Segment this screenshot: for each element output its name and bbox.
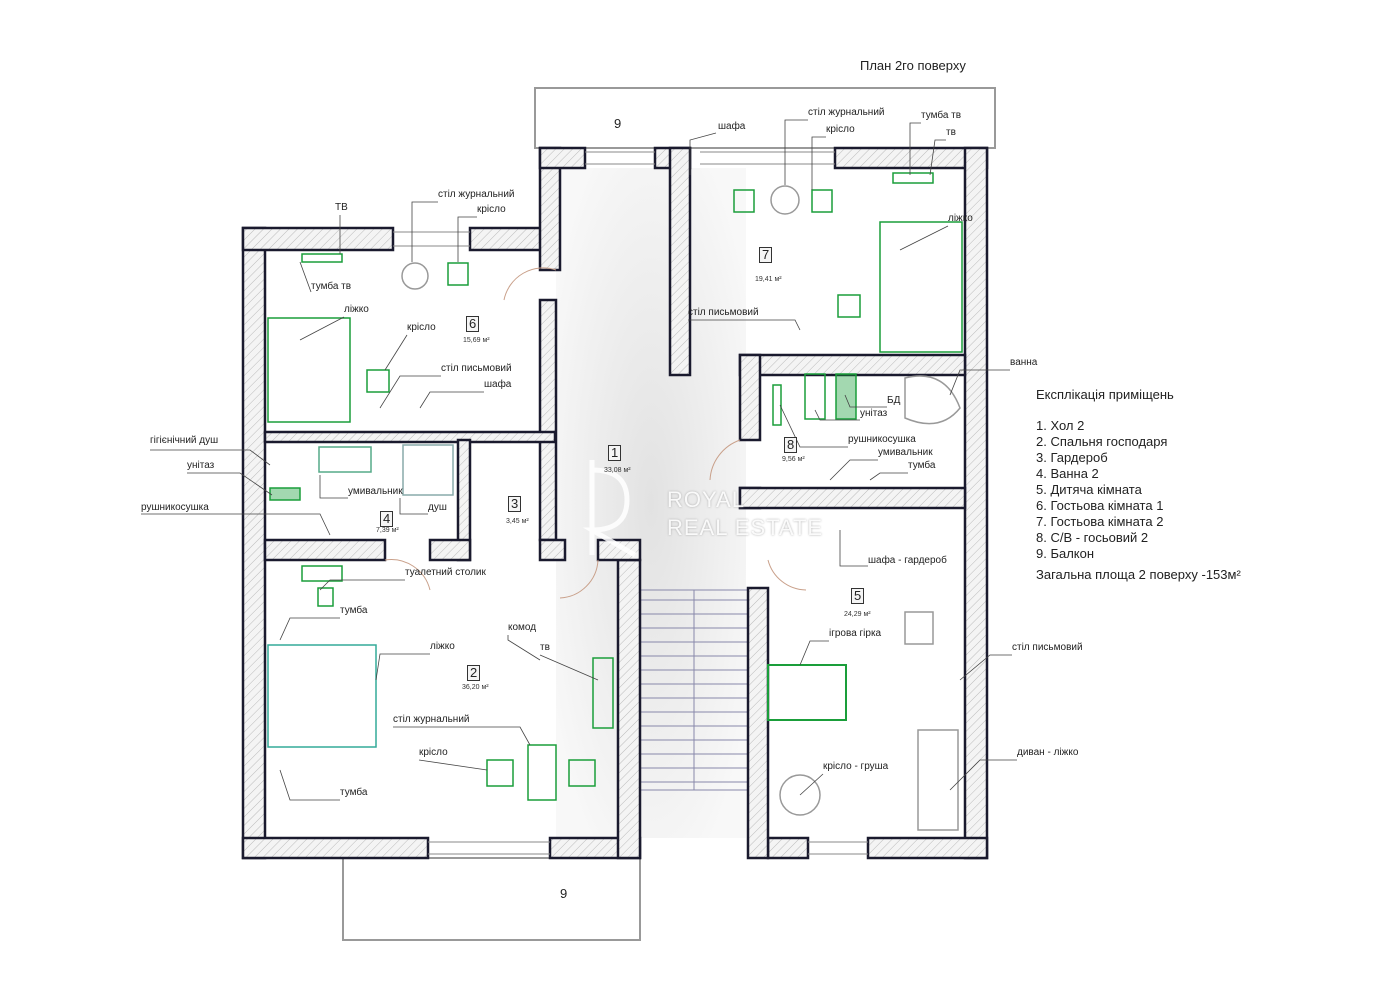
label-play-slide-5: ігрова гірка xyxy=(829,628,882,639)
balcony-top xyxy=(534,87,996,149)
room-7-area: 19,41 м² xyxy=(755,276,782,283)
label-nightstand-2a: тумба xyxy=(340,605,368,616)
room-8-area: 9,56 м² xyxy=(782,456,805,463)
label-cabinet-8: тумба xyxy=(908,460,936,471)
label-tv-stand-6: тумба тв xyxy=(311,281,352,292)
label-dresser-2: комод xyxy=(508,622,537,633)
legend-item: 2. Спальня господаря xyxy=(1036,434,1168,449)
label-toilet-8: унітаз xyxy=(860,408,888,419)
label-bed-2: ліжко xyxy=(430,641,455,652)
room-5-area: 24,29 м² xyxy=(844,611,871,618)
balcony-bottom xyxy=(342,857,641,941)
label-bed-6: ліжко xyxy=(344,304,369,315)
label-coffee-table-7: стіл журнальний xyxy=(808,107,885,118)
label-sink-4: умивальник xyxy=(348,486,403,497)
balcony-top-number: 9 xyxy=(614,116,622,131)
furniture xyxy=(267,172,963,831)
room-6-number: 6 xyxy=(466,316,480,332)
walls xyxy=(241,146,989,860)
label-towel-rail-8: рушникосушка xyxy=(848,434,916,445)
room-7-number: 7 xyxy=(759,247,773,263)
legend-item: 7. Гостьова кімната 2 xyxy=(1036,514,1164,529)
label-beanbag-5: крісло - груша xyxy=(823,761,889,772)
legend-item: 3. Гардероб xyxy=(1036,450,1108,465)
label-bidet-8: БД xyxy=(887,395,901,406)
plan-title: План 2го поверху xyxy=(860,58,966,73)
label-tv-6: ТВ xyxy=(335,202,348,213)
watermark-logo xyxy=(582,460,637,558)
leader-lines xyxy=(141,119,1017,801)
room-2-area: 36,20 м² xyxy=(462,684,489,691)
balcony-bottom-number: 9 xyxy=(560,886,568,901)
room-6-area: 15,69 м² xyxy=(463,337,490,344)
legend-item: 6. Гостьова кімната 1 xyxy=(1036,498,1164,513)
label-bathtub-8: ванна xyxy=(1010,357,1038,368)
watermark-line1: ROYAL xyxy=(667,487,745,512)
label-dressing-table-2: туалетний столик xyxy=(405,567,486,578)
label-armchair-7: крісло xyxy=(826,124,855,135)
room-8-number: 8 xyxy=(784,437,798,453)
windows xyxy=(393,151,868,855)
label-toilet-4: унітаз xyxy=(187,460,215,471)
room-1-number: 1 xyxy=(608,445,622,461)
room-4-number: 4 xyxy=(380,511,394,527)
label-shower-4: душ xyxy=(428,502,447,513)
label-tv-2: тв xyxy=(540,642,550,653)
label-coffee-table-2: стіл журнальний xyxy=(393,714,470,725)
legend-item: 1. Хол 2 xyxy=(1036,418,1085,433)
staircase xyxy=(639,589,749,791)
label-armchair-6b: крісло xyxy=(407,322,436,333)
label-wardrobe-5: шафа - гардероб xyxy=(868,555,947,566)
label-sofa-bed-5: диван - ліжко xyxy=(1017,747,1079,758)
room-1-area: 33,08 м² xyxy=(604,467,631,474)
label-tv-7: тв xyxy=(946,127,956,138)
label-towel-rail-4: рушникосушка xyxy=(141,502,209,513)
room-3-area: 3,45 м² xyxy=(506,518,529,525)
legend-item: 5. Дитяча кімната xyxy=(1036,482,1142,497)
watermark-line2: REAL ESTATE xyxy=(667,515,824,540)
doors xyxy=(384,267,807,599)
room-2-number: 2 xyxy=(467,665,481,681)
label-desk-7: стіл письмовий xyxy=(688,307,759,318)
label-nightstand-2b: тумба xyxy=(340,787,368,798)
label-wardrobe-7: шафа xyxy=(718,121,746,132)
label-hygienic-shower: гігієнічний душ xyxy=(150,435,219,446)
label-wardrobe-6: шафа xyxy=(484,379,512,390)
label-bed-7: ліжко xyxy=(948,213,973,224)
label-armchair-2: крісло xyxy=(419,747,448,758)
room-5-number: 5 xyxy=(851,588,865,604)
room-4-area: 7,39 м² xyxy=(376,527,399,534)
legend-heading: Експлікація приміщень xyxy=(1036,387,1174,402)
label-desk-6: стіл письмовий xyxy=(441,363,512,374)
label-tv-stand-7: тумба тв xyxy=(921,110,962,121)
legend-item: 9. Балкон xyxy=(1036,546,1095,561)
label-desk-5: стіл письмовий xyxy=(1012,642,1083,653)
label-coffee-table-6: стіл журнальний xyxy=(438,189,515,200)
legend-item: 4. Ванна 2 xyxy=(1036,466,1099,481)
label-armchair-6a: крісло xyxy=(477,204,506,215)
legend-total-area: Загальна площа 2 поверху -153м² xyxy=(1036,567,1241,582)
room-3-number: 3 xyxy=(508,496,522,512)
label-sink-8: умивальник xyxy=(878,447,933,458)
legend-item: 8. С/В - госьовий 2 xyxy=(1036,530,1149,545)
